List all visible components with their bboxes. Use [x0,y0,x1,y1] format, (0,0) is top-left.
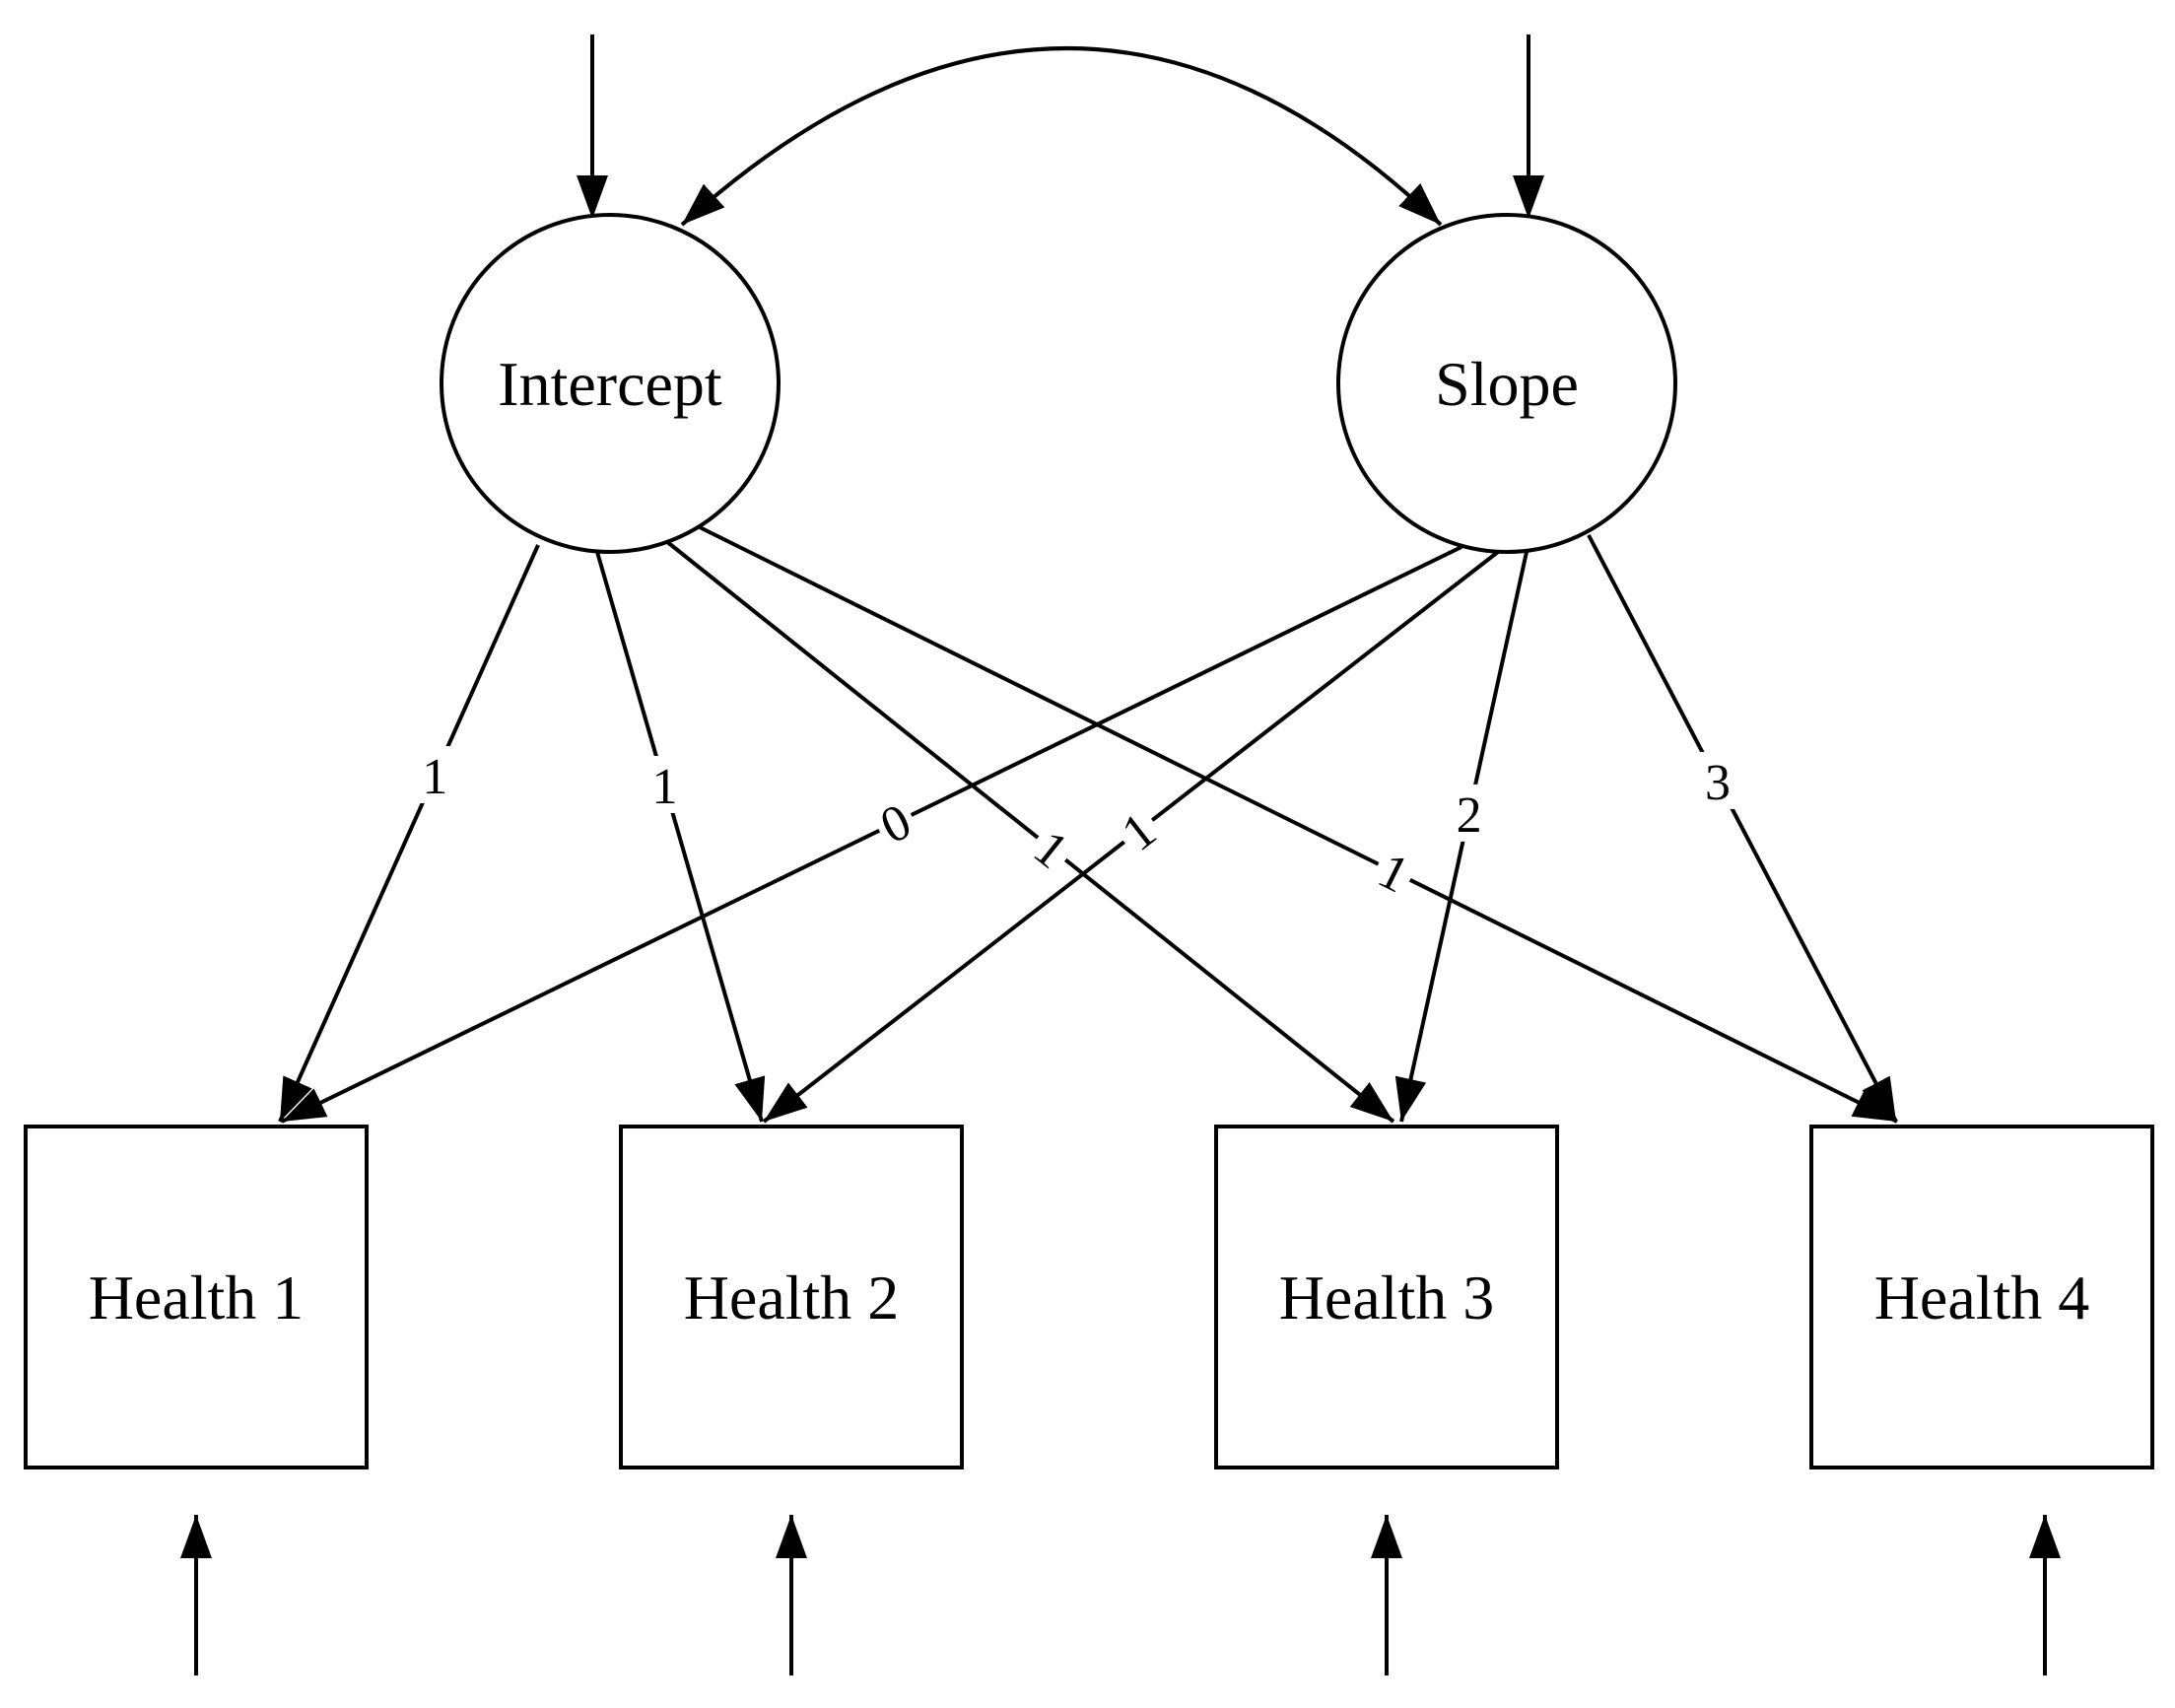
loading-value: 2 [1457,787,1482,844]
loading-label-intercept-health3: 1 [1020,814,1084,882]
latent-factor-slope: Slope [1336,213,1677,554]
latent-factor-intercept: Intercept [440,213,781,554]
loading-value: 3 [1705,755,1731,811]
observed-health-1: Health 1 [24,1125,369,1469]
loading-label-intercept-health2: 1 [646,755,683,815]
observed-health-3: Health 3 [1214,1125,1559,1469]
loading-label-slope-health4: 3 [1700,751,1736,811]
intercept-label: Intercept [498,349,722,419]
loading-label-intercept-health1: 1 [417,746,453,805]
loading-label-slope-health1: 0 [866,787,923,855]
loading-label-slope-health3: 2 [1451,784,1487,844]
loading-label-intercept-health4: 1 [1366,837,1424,905]
loading-value: 1 [422,749,447,805]
observed-health-2: Health 2 [619,1125,964,1469]
health-2-label: Health 2 [684,1263,900,1332]
loading-intercept-health3 [664,539,1395,1124]
loading-slope-health4 [1587,534,1898,1123]
health-1-label: Health 1 [89,1263,305,1332]
loading-intercept-health4 [699,525,1898,1124]
loading-slope-health1 [281,545,1462,1124]
health-4-label: Health 4 [1874,1263,2090,1332]
covariance-arrow [680,46,1443,227]
loading-value: 1 [651,759,677,815]
observed-health-4: Health 4 [1809,1125,2154,1469]
loading-label-slope-health2: 1 [1106,796,1170,864]
slope-label: Slope [1435,349,1579,419]
loading-intercept-health1 [278,544,540,1123]
health-3-label: Health 3 [1279,1263,1495,1332]
loading-intercept-health2 [595,551,766,1123]
